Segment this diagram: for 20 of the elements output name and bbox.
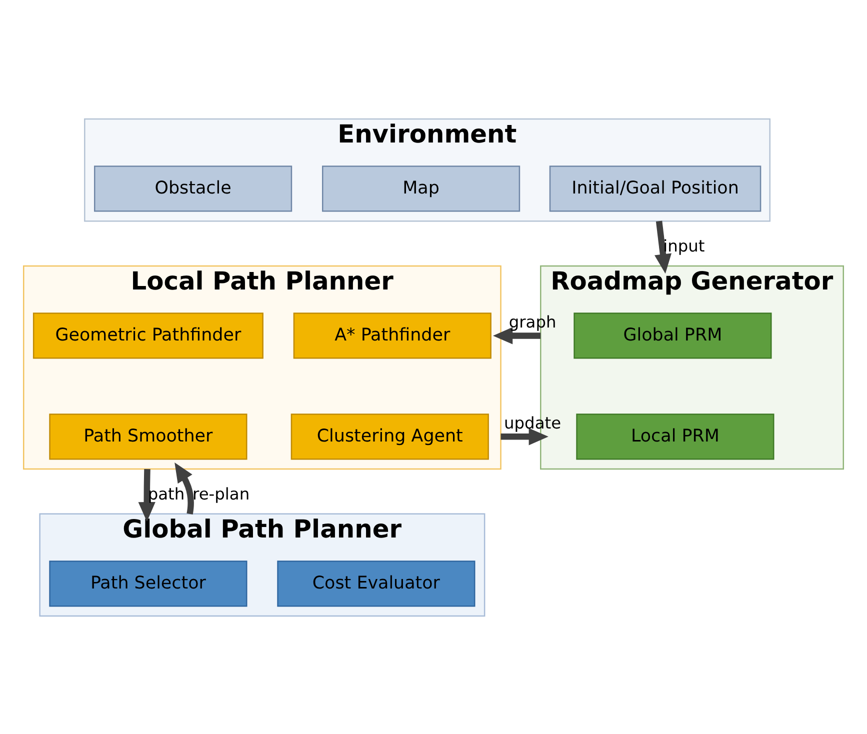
- node-box: Geometric Pathfinder: [32, 312, 264, 358]
- node-box: Initial/Goal Position: [549, 165, 762, 212]
- edge-label: input: [663, 236, 705, 256]
- node-box: Path Selector: [49, 560, 248, 606]
- edge-label: re-plan: [192, 484, 250, 503]
- arrow: [493, 326, 541, 344]
- edge-label: update: [504, 412, 562, 432]
- node-box: Obstacle: [94, 165, 292, 212]
- node-box: Path Smoother: [49, 413, 248, 460]
- arrow: [174, 462, 194, 514]
- node-box: Cost Evaluator: [277, 560, 476, 606]
- node-box: Global PRM: [574, 312, 772, 358]
- node-box: Local PRM: [576, 413, 774, 460]
- arrow: [500, 428, 548, 445]
- node-box: Map: [322, 165, 520, 212]
- arrow: [654, 220, 672, 274]
- node-box: A* Pathfinder: [293, 312, 492, 358]
- arrow: [138, 468, 156, 522]
- edge-label: graph: [508, 312, 556, 332]
- node-box: Clustering Agent: [290, 413, 489, 460]
